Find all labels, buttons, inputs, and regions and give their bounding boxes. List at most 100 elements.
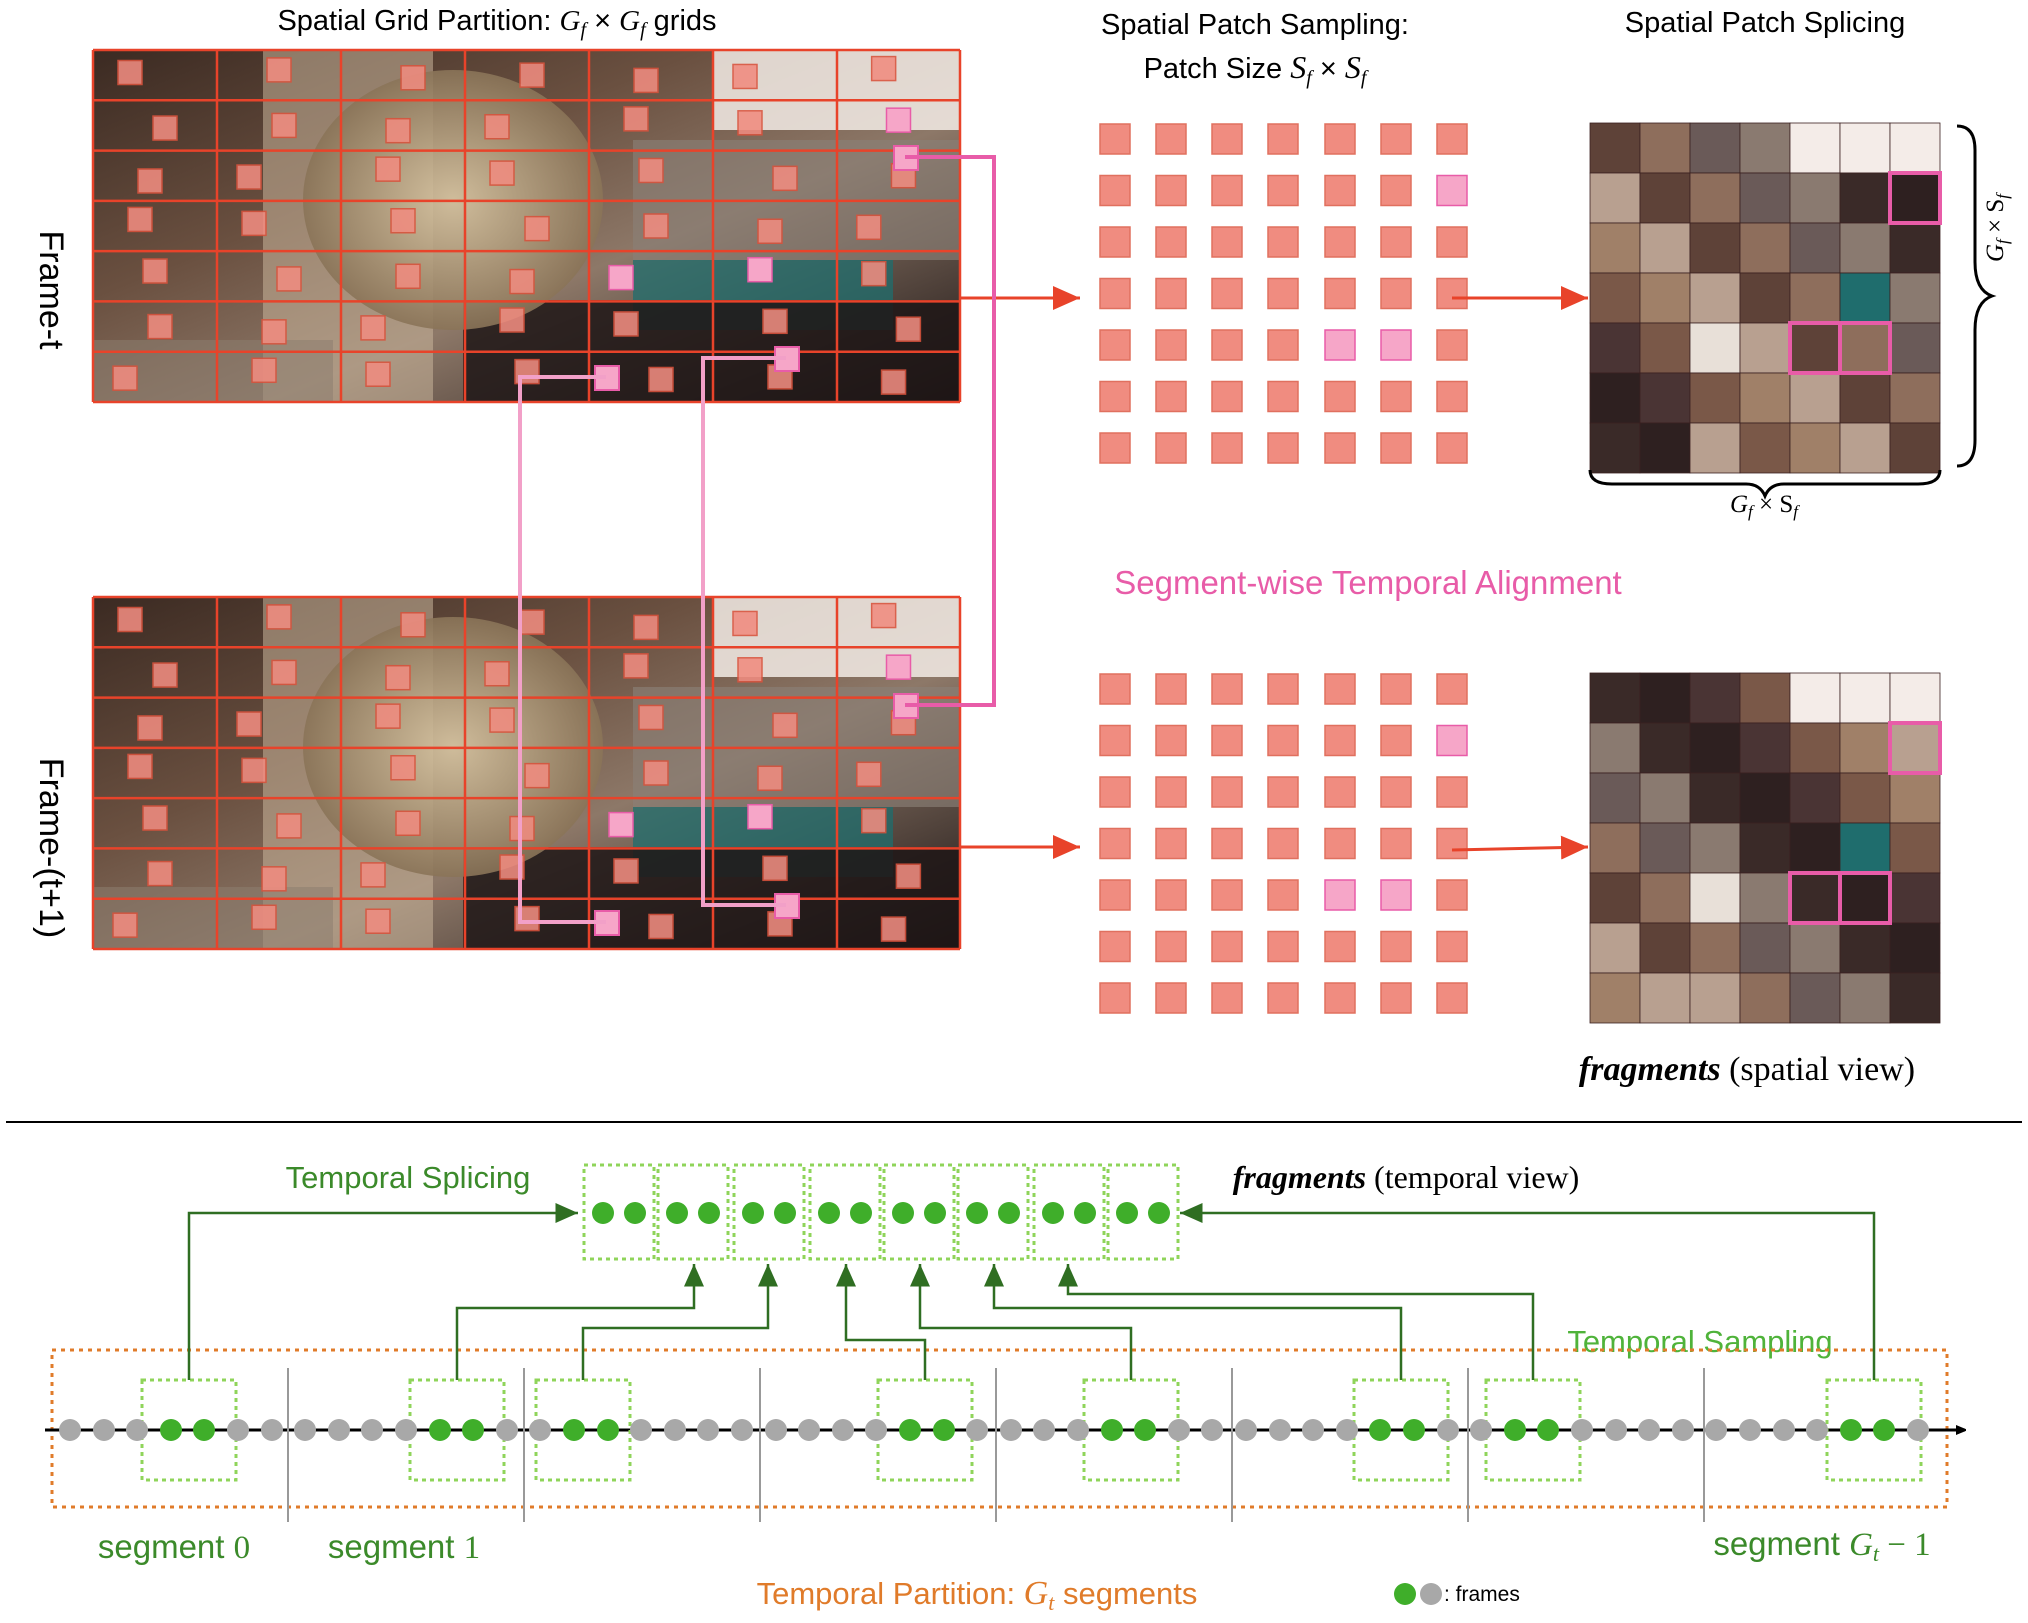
sampled-frame-dot [193, 1419, 215, 1441]
sampled-patch [1436, 776, 1468, 808]
mosaic-patch [1889, 772, 1941, 824]
mosaic-patch [1789, 822, 1841, 874]
sampled-patch [1211, 930, 1243, 963]
mosaic-patch [1639, 422, 1691, 474]
frame-dot [1907, 1419, 1929, 1441]
mosaic-patch [1839, 422, 1891, 474]
mosaic-patch [1789, 972, 1841, 1024]
highlighted-sampled-patch [1380, 329, 1412, 361]
mosaic-patch [1689, 272, 1741, 324]
sampled-patch [524, 215, 550, 242]
sampled-patch [1099, 879, 1131, 911]
frame-dot [630, 1419, 652, 1441]
mosaic-patch [1839, 922, 1891, 974]
sampled-patch [1436, 930, 1468, 963]
frame-dot [1705, 1419, 1727, 1441]
sampled-frame-dot [933, 1419, 955, 1441]
mosaic-patch [1789, 122, 1841, 174]
sampled-patch [112, 912, 138, 938]
sampled-patch [1211, 724, 1243, 757]
sampled-patch [1099, 982, 1131, 1014]
mosaic-patch [1589, 322, 1641, 374]
highlighted-patch [608, 264, 634, 291]
brace-vertical-label: Gf × Sf [1982, 192, 2012, 262]
frame-dot [1437, 1419, 1459, 1441]
sampled-patch [1324, 277, 1356, 310]
sampled-patch [1267, 724, 1299, 757]
mosaic-patch [1739, 272, 1791, 324]
sampled-frame-dot [1873, 1419, 1895, 1441]
mosaic-patch [1789, 772, 1841, 824]
sampled-patch [390, 207, 416, 234]
mosaic-patch [1739, 672, 1791, 724]
frame-dot [126, 1419, 148, 1441]
mosaic-patch [1689, 422, 1741, 474]
mosaic-patch [1639, 822, 1691, 874]
mosaic-patch [1689, 972, 1741, 1024]
frame-dot [1470, 1419, 1492, 1441]
sampled-patch [385, 664, 411, 691]
sampled-patch [613, 311, 639, 337]
mosaic-patch [1789, 872, 1841, 924]
sampled-patch [861, 260, 887, 287]
frame-dot [1672, 1419, 1694, 1441]
frame-dot [832, 1419, 854, 1441]
frame-dot [1201, 1419, 1223, 1441]
sampled-patch [732, 610, 758, 637]
frame-dot [328, 1419, 350, 1441]
temporal-fragment-window [656, 1163, 730, 1261]
mosaic-patch [1789, 222, 1841, 274]
mosaic-patch [1889, 222, 1941, 274]
temporal-fragment-window [956, 1163, 1030, 1261]
sampled-patch [1380, 432, 1412, 464]
frame-dot [1302, 1419, 1324, 1441]
sampled-patch [1436, 827, 1468, 860]
temporal-splicing-arrows [187, 1203, 1876, 1380]
sampled-patch [1155, 930, 1187, 963]
sampled-patch [1099, 724, 1131, 757]
mosaic-patch [1839, 722, 1891, 774]
frame-dot [1269, 1419, 1291, 1441]
sampled-patch [375, 156, 401, 182]
sampled-patch [1211, 174, 1243, 207]
arrow-patches-to-mosaic-t1 [1451, 835, 1589, 860]
mosaic-patch [1889, 272, 1941, 324]
sampled-patch [1436, 432, 1468, 464]
aligned-patch-outline [1888, 721, 1942, 775]
fragment-frame-dot [592, 1202, 614, 1224]
brace-horizontal [1588, 469, 1942, 500]
sampled-patch [1436, 982, 1468, 1014]
sampled-patch [1099, 329, 1131, 361]
mosaic-patch [1839, 972, 1891, 1024]
sampled-frame-dot [429, 1419, 451, 1441]
sampled-patch [1211, 982, 1243, 1014]
frame-dot [1336, 1419, 1358, 1441]
aligned-patch-outline [1838, 871, 1892, 925]
mosaic-patch [1839, 772, 1891, 824]
grid-partition-header: Spatial Grid Partition: Gf × Gf grids [277, 5, 716, 41]
mosaic-patch [1639, 272, 1691, 324]
mosaic-patch [1689, 172, 1741, 224]
splicing-arrow [1180, 1203, 1876, 1380]
sampled-patch [142, 258, 168, 284]
sampled-patch [638, 157, 664, 184]
sampled-patch [1099, 277, 1131, 310]
sampled-patch [870, 55, 897, 82]
fragment-frame-dot [924, 1202, 946, 1224]
sampled-patch [489, 707, 515, 733]
mosaic-patch [1789, 172, 1841, 224]
temporal-fragment-window [808, 1163, 882, 1261]
highlighted-patch [885, 654, 912, 680]
sampled-patch [127, 206, 153, 233]
splicing-arrow [455, 1264, 704, 1380]
mosaic-patch [1789, 672, 1841, 724]
sampled-patch [127, 753, 153, 780]
mosaic-patch [1639, 222, 1691, 274]
sampled-patch [142, 805, 168, 831]
sampled-patch [1099, 827, 1131, 860]
highlighted-patch [747, 803, 773, 830]
highlighted-sampled-patch [1324, 329, 1356, 361]
mosaic-patch [1889, 322, 1941, 374]
fragment-frame-dot [1042, 1202, 1064, 1224]
mosaic-patch [1689, 222, 1741, 274]
